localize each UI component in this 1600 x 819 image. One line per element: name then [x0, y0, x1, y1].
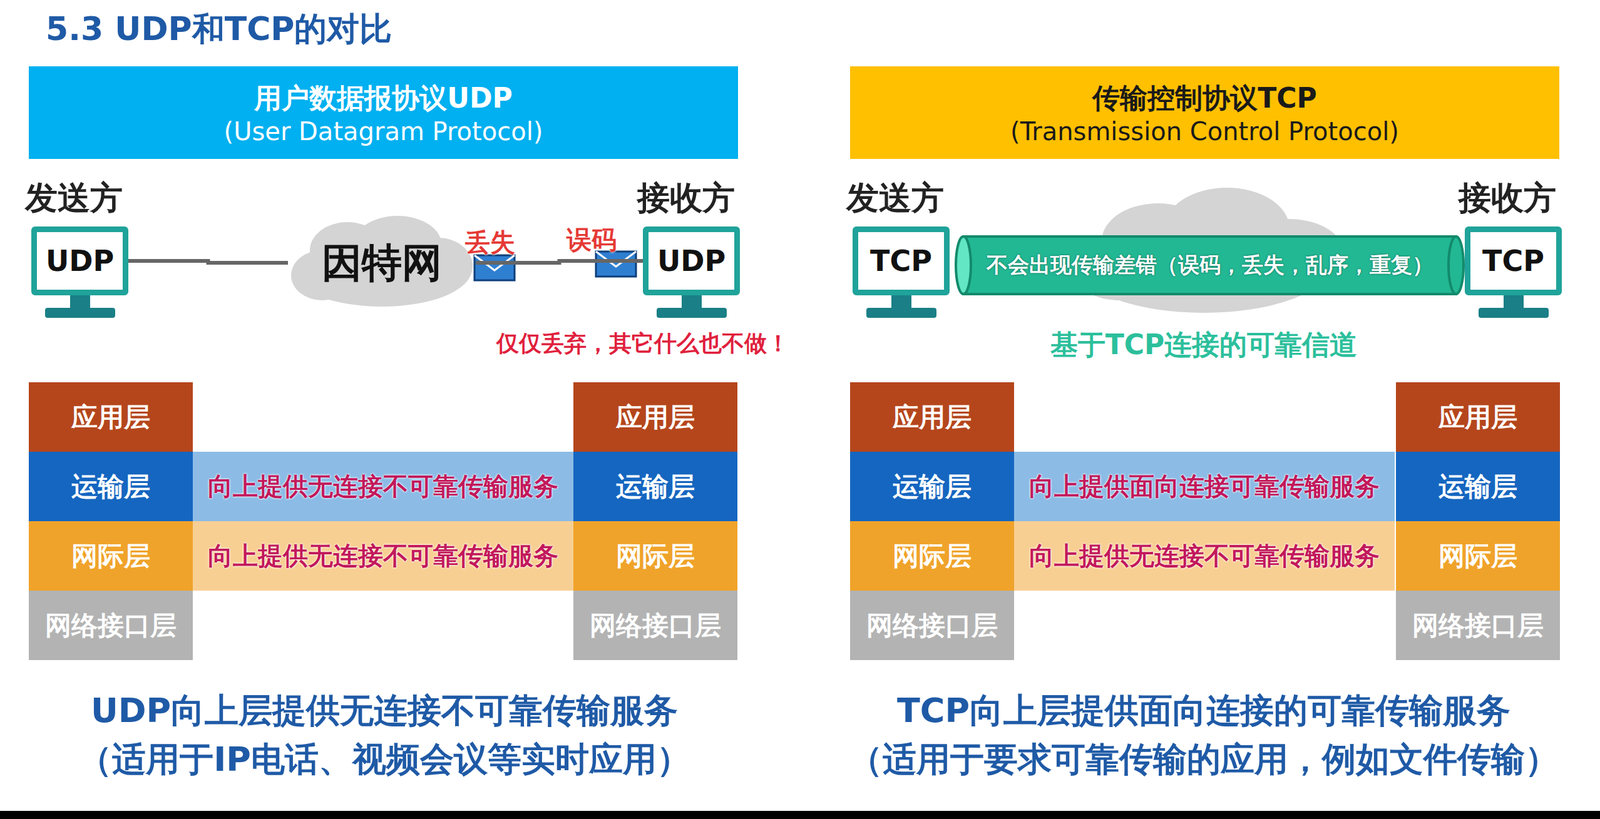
node-text: 网络接口层: [45, 608, 177, 644]
text-label: 丢失: [465, 225, 516, 260]
text-label: 发送方: [846, 176, 944, 221]
node-text: UDP: [45, 244, 114, 278]
protocol-header: 用户数据报协议UDP(User Datagram Protocol): [28, 66, 739, 159]
node-text: 应用层: [615, 400, 695, 436]
node-text: 传输控制协议TCP: [1092, 80, 1318, 118]
node-text: 网络接口层: [1412, 608, 1544, 644]
computer-screen: UDP: [642, 226, 740, 296]
layer-box: 运输层: [28, 451, 193, 522]
text-label: 接收方: [1458, 176, 1557, 221]
network-link: [475, 261, 643, 263]
layer-box: 网际层: [850, 521, 1015, 591]
protocol-header: 传输控制协议TCP(Transmission Control Protocol): [850, 66, 1560, 159]
node-text: TCP: [1482, 244, 1545, 278]
computer-stand: [45, 295, 1549, 318]
node-text: (User Datagram Protocol): [224, 117, 544, 146]
internet-cloud: 因特网: [287, 212, 476, 313]
layer-box: 网际层: [573, 521, 738, 591]
node-text: 用户数据报协议UDP: [254, 80, 513, 118]
text-label: 仅仅丢弃，其它什么也不做！: [496, 328, 790, 360]
node-text: 向上提供面向连接可靠传输服务: [1029, 469, 1380, 504]
layer-box: 运输层: [1395, 451, 1560, 522]
computer-screen: TCP: [852, 226, 950, 296]
node-text: 网际层: [1438, 538, 1518, 575]
layer-box: 网络接口层: [573, 590, 738, 661]
node-text: 向上提供无连接不可靠传输服务: [207, 469, 559, 504]
layer-box: 运输层: [573, 451, 738, 522]
computer-screen: UDP: [31, 226, 129, 296]
node-text: 运输层: [71, 469, 151, 505]
node-text: 网络接口层: [866, 608, 998, 644]
text-label: TCP向上层提供面向连接的可靠传输服务: [897, 688, 1511, 735]
node-text: 应用层: [1438, 400, 1518, 436]
node-text: 向上提供无连接不可靠传输服务: [1029, 538, 1380, 574]
node-text: TCP: [870, 244, 933, 278]
page-title: 5.3 UDP和TCP的对比: [45, 7, 392, 52]
layer-box: 网络接口层: [850, 590, 1015, 661]
node-text: UDP: [657, 244, 726, 278]
layer-box: 网际层: [1395, 521, 1560, 591]
layer-box: 网络接口层: [28, 590, 193, 661]
node-text: 不会出现传输差错（误码，丢失，乱序，重复）: [986, 251, 1434, 280]
layer-box: 网际层: [28, 521, 193, 591]
node-text: 应用层: [71, 400, 151, 436]
text-label: 接收方: [637, 176, 735, 221]
node-text: 运输层: [1438, 469, 1518, 505]
node-text: 网际层: [71, 538, 151, 575]
network-link: [128, 261, 288, 263]
service-band: 向上提供无连接不可靠传输服务: [192, 521, 574, 591]
node-text: 运输层: [615, 469, 695, 505]
bottom-bar: [0, 811, 1600, 819]
node-text: 网际层: [615, 538, 695, 575]
tcp-pipe: 不会出现传输差错（误码，丢失，乱序，重复）: [954, 234, 1465, 297]
node-text: 因特网: [321, 235, 442, 291]
text-label: （适用于IP电话、视频会议等实时应用）: [78, 737, 691, 784]
layer-box: 应用层: [573, 382, 738, 452]
service-band: 向上提供面向连接可靠传输服务: [1014, 451, 1395, 522]
layer-box: 网络接口层: [1395, 590, 1560, 661]
layer-box: 应用层: [1395, 382, 1560, 452]
service-band: 向上提供无连接不可靠传输服务: [1014, 521, 1395, 591]
node-text: 运输层: [892, 469, 972, 505]
text-label: （适用于要求可靠传输的应用，例如文件传输）: [848, 737, 1559, 784]
node-text: (Transmission Control Protocol): [1010, 117, 1400, 146]
computer-screen: TCP: [1464, 226, 1562, 296]
text-label: 误码: [566, 222, 617, 258]
layer-box: 应用层: [28, 382, 193, 452]
node-text: 网际层: [892, 538, 972, 575]
node-text: 向上提供无连接不可靠传输服务: [207, 538, 559, 574]
text-label: UDP向上层提供无连接不可靠传输服务: [90, 688, 678, 735]
node-text: 网络接口层: [589, 608, 722, 644]
service-band: 向上提供无连接不可靠传输服务: [192, 451, 574, 522]
text-label: 发送方: [25, 176, 123, 221]
text-label: 基于TCP连接的可靠信道: [1050, 326, 1358, 364]
node-text: 应用层: [892, 400, 972, 436]
layer-box: 运输层: [850, 451, 1015, 522]
layer-box: 应用层: [850, 382, 1015, 452]
